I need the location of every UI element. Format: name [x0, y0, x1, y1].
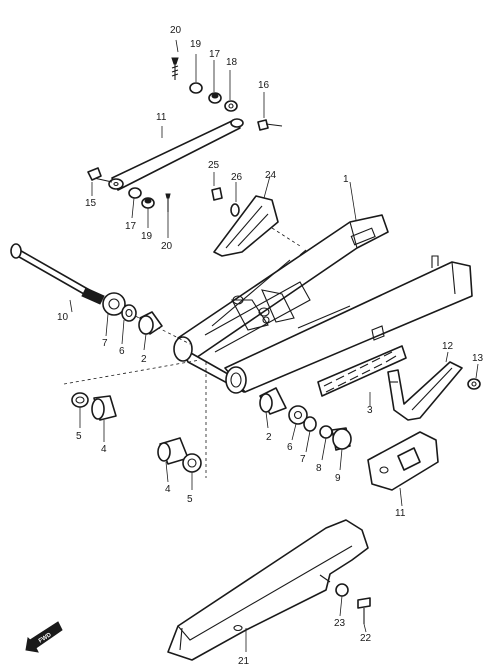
bushing-set-lower-left: [63, 359, 201, 421]
hardware-bottom: [335, 583, 371, 633]
label-13: 13: [472, 353, 484, 364]
bushing-set-lower-center: [157, 362, 207, 478]
label-17-mid: 17: [125, 221, 137, 232]
label-19-top: 19: [190, 39, 202, 50]
label-9: 9: [335, 473, 341, 484]
swingarm: [173, 214, 473, 394]
label-20-mid: 20: [161, 241, 173, 252]
label-21: 21: [238, 656, 250, 667]
label-20-top: 20: [170, 25, 182, 36]
hardware-middle: [91, 172, 357, 238]
label-16: 16: [258, 80, 270, 91]
label-11-top: 11: [156, 112, 167, 123]
label-4-left: 4: [101, 444, 107, 455]
label-17-top: 17: [209, 49, 221, 60]
label-11-lower: 11: [395, 508, 406, 519]
label-6-left: 6: [119, 346, 125, 357]
bracket-12: [387, 361, 463, 421]
bushing-set-right: [259, 387, 352, 451]
label-3: 3: [367, 405, 373, 416]
part-labels: 20 19 17 18 16 11 1 25 26 24 15 17 19 20…: [57, 25, 484, 667]
chain-case-21: [167, 519, 369, 661]
chain-guide-11: [367, 431, 439, 491]
leader-lines: [69, 299, 479, 652]
label-19-mid: 19: [141, 231, 153, 242]
label-23: 23: [334, 618, 346, 629]
pivot-shaft-10: [10, 243, 191, 345]
hardware-top: [161, 39, 283, 138]
label-8: 8: [316, 463, 322, 474]
forward-direction-arrow: FWD: [25, 621, 63, 653]
label-6-right: 6: [287, 442, 293, 453]
label-26: 26: [231, 172, 243, 183]
label-12: 12: [442, 341, 454, 352]
label-24: 24: [265, 170, 277, 181]
bracket-24: [213, 195, 301, 257]
label-4-center: 4: [165, 484, 171, 495]
label-2-right: 2: [266, 432, 272, 443]
label-25: 25: [208, 160, 220, 171]
label-15: 15: [85, 198, 97, 209]
label-1: 1: [343, 174, 349, 185]
label-2-left: 2: [141, 354, 147, 365]
nut-13: [467, 378, 481, 390]
emblem-3: [317, 345, 407, 397]
label-10: 10: [57, 312, 69, 323]
label-7-left: 7: [102, 338, 108, 349]
label-22: 22: [360, 633, 372, 644]
torque-rod-11: [87, 118, 244, 191]
label-18: 18: [226, 57, 238, 68]
label-7-right: 7: [300, 454, 306, 465]
label-5-center: 5: [187, 494, 193, 505]
label-5-left: 5: [76, 431, 82, 442]
bushing-set-left: [102, 292, 163, 335]
